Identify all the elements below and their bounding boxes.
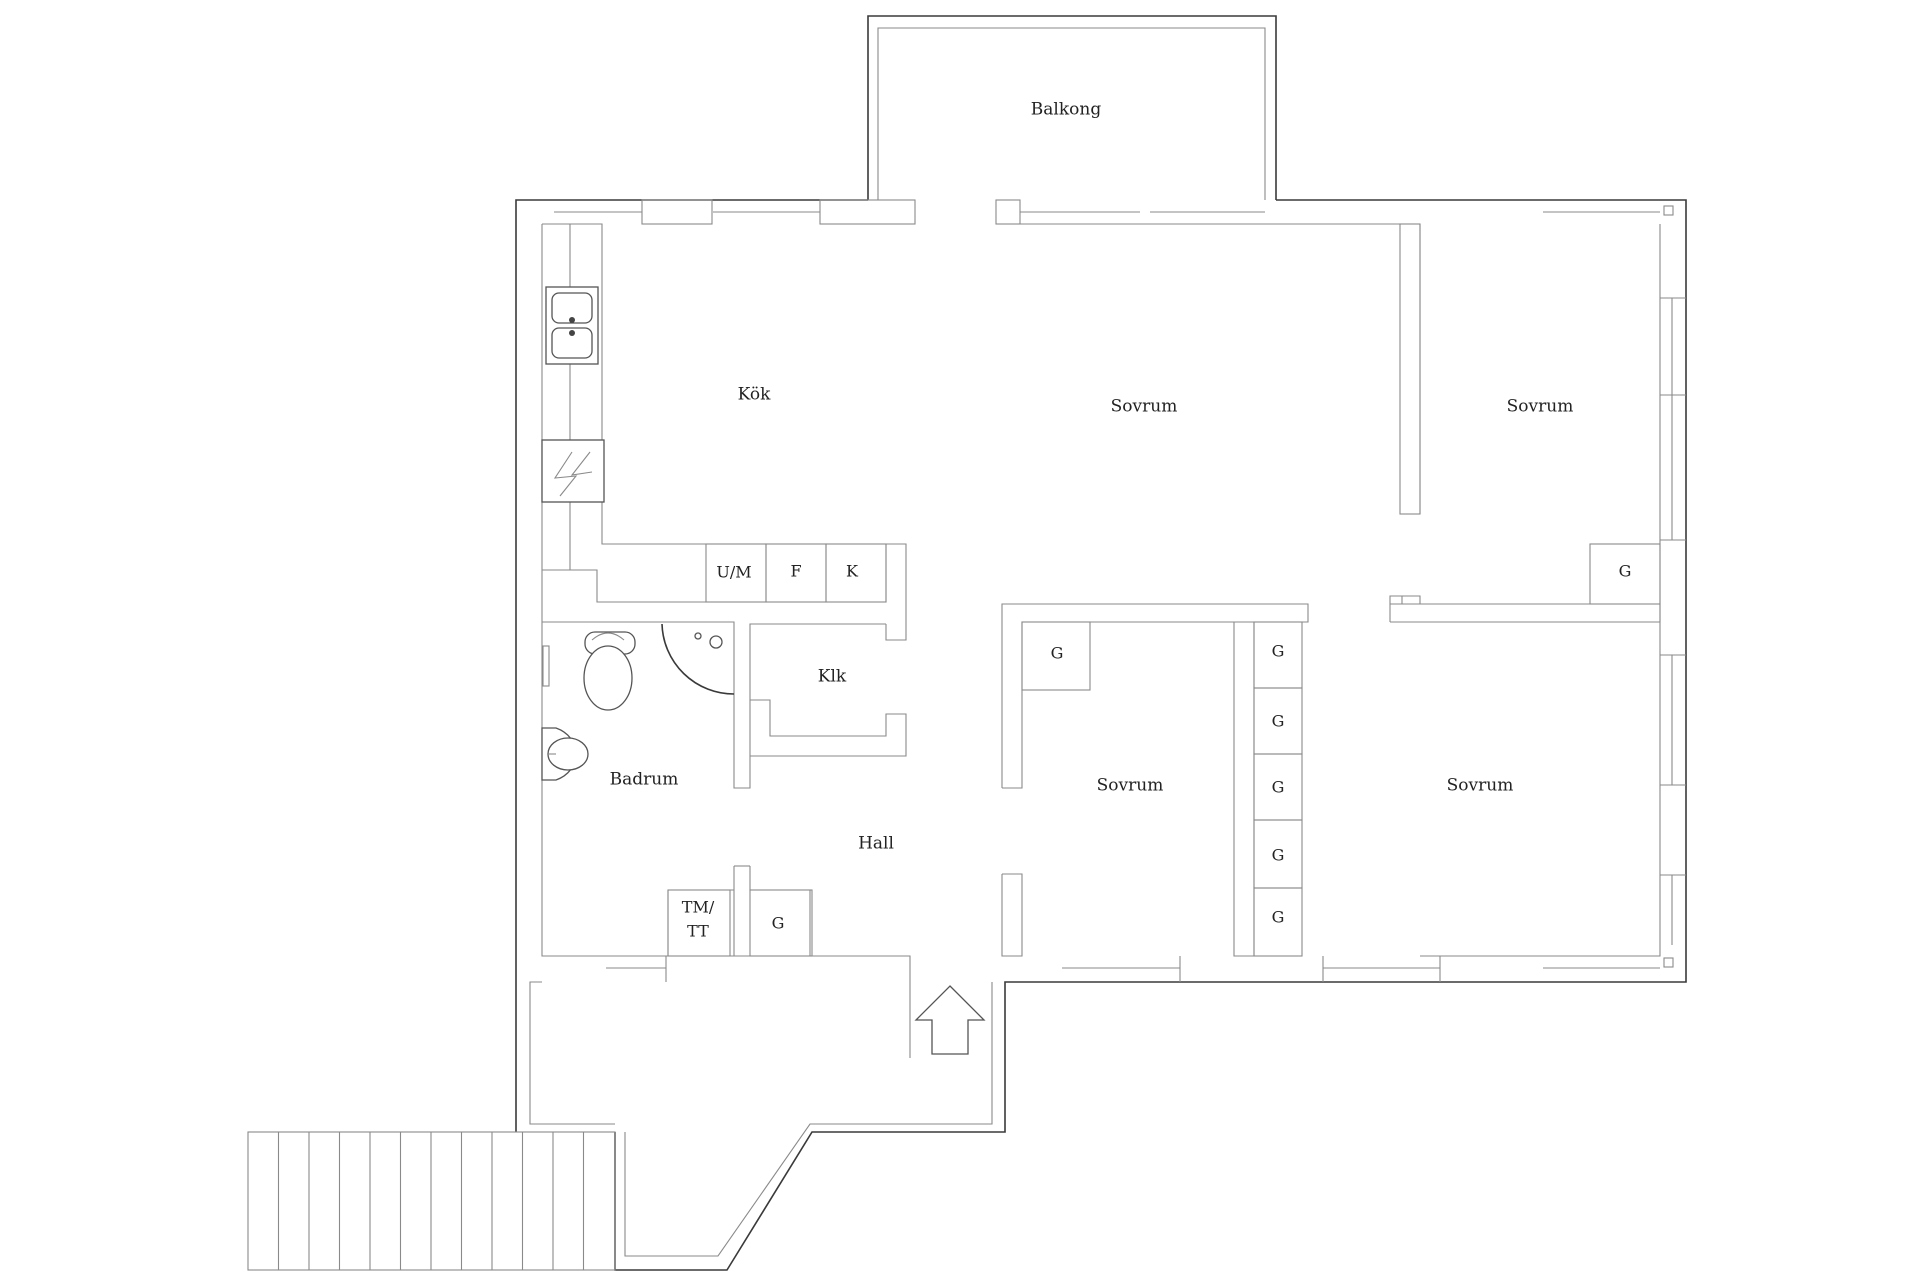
label-k: K: [846, 562, 859, 581]
wash-basin-icon: [541, 727, 589, 781]
label-g-column-4: G: [1272, 846, 1285, 865]
room-label-sovrum-4: Sovrum: [1447, 776, 1514, 796]
toilet-icon: [583, 631, 636, 711]
double-sink-icon: [545, 286, 599, 365]
stove-icon: [541, 439, 605, 503]
label-g-hall: G: [772, 914, 785, 933]
towel-rail: [542, 645, 550, 687]
label-g-sovrum-ne: G: [1619, 562, 1632, 581]
room-label-sovrum-3: Sovrum: [1097, 776, 1164, 796]
entrance-arrow-icon: [914, 985, 986, 1055]
fixture-boxes: [667, 543, 1661, 957]
label-g-column-3: G: [1272, 778, 1285, 797]
balcony: [867, 15, 1277, 200]
south-windows: [606, 956, 1660, 982]
exterior-walls: [515, 199, 1687, 1271]
label-g-column-1: G: [1272, 642, 1285, 661]
label-um: U/M: [716, 563, 751, 582]
kitchen-counter: [542, 223, 907, 641]
room-label-kok: Kök: [738, 385, 771, 405]
room-label-balkong: Balkong: [1031, 100, 1102, 120]
label-tt: TT: [687, 922, 709, 941]
label-g-sovrum-mid: G: [1051, 644, 1064, 663]
shower-icon: [661, 623, 735, 695]
label-g-column-2: G: [1272, 712, 1285, 731]
north-windows: [554, 199, 1674, 968]
room-label-badrum: Badrum: [610, 770, 679, 790]
label-g-column-5: G: [1272, 908, 1285, 927]
interior-walls: [542, 223, 1661, 957]
room-label-hall: Hall: [858, 834, 894, 854]
room-label-klk: Klk: [818, 667, 847, 687]
east-windows: [1660, 297, 1686, 945]
room-label-sovrum-1: Sovrum: [1111, 397, 1178, 417]
label-f: F: [790, 562, 801, 581]
stairs-icon: [247, 1131, 616, 1271]
label-tm: TM/: [682, 898, 715, 917]
room-label-sovrum-2: Sovrum: [1507, 397, 1574, 417]
